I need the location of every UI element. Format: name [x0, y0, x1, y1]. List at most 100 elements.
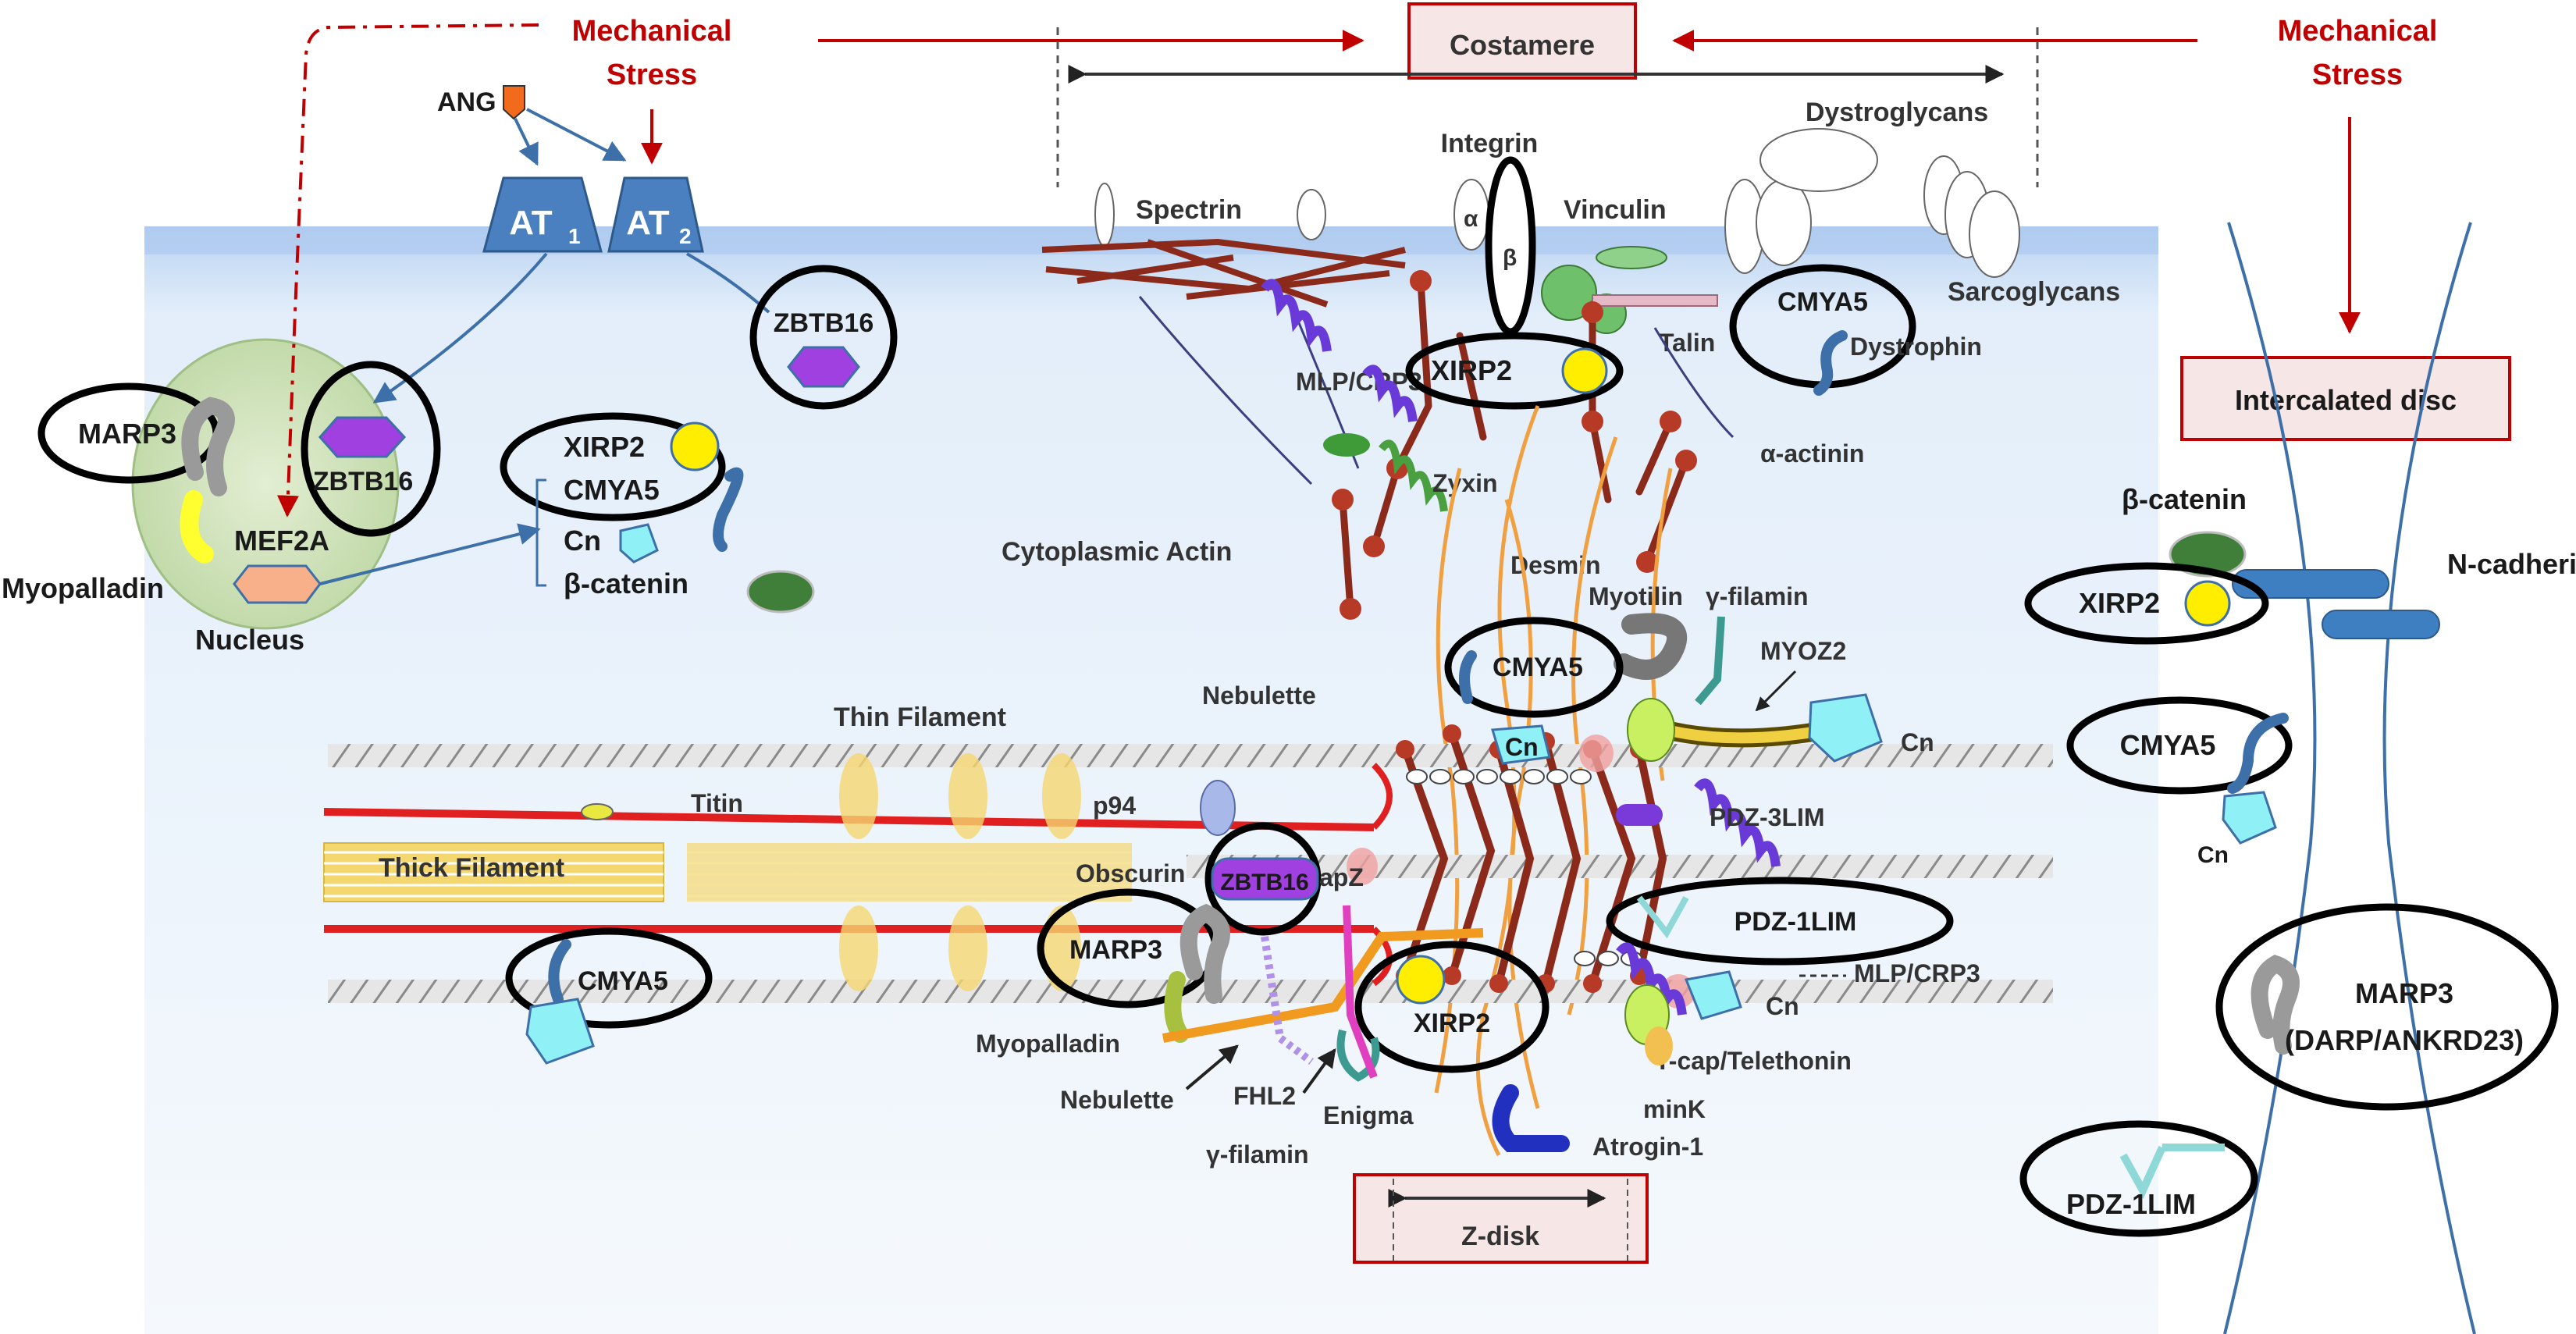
fhl2-shape [1336, 1029, 1380, 1082]
pdz1lim-sarcomere-label: PDZ-1LIM [1735, 907, 1857, 937]
spectrin-membrane-oval-2 [1297, 189, 1326, 240]
cn-zdisk-shape [1491, 724, 1551, 765]
zbtb16-nucleus-icon [318, 416, 407, 458]
sarcoglycans-label: Sarcoglycans [1948, 277, 2120, 307]
target-cn-shape [619, 523, 659, 564]
marp3-sarcomere-label: MARP3 [1069, 935, 1162, 965]
pdz3lim-spiral [1694, 778, 1781, 867]
n-cadherin-label: N-cadherin [2447, 548, 2576, 580]
marp3-nucleus-label: MARP3 [78, 418, 176, 450]
nebulette-bottom-label: Nebulette [1060, 1086, 1174, 1114]
myotilin-shape [1614, 613, 1688, 680]
thick-filament-label: Thick Filament [379, 853, 564, 883]
p94-label: p94 [1093, 792, 1136, 820]
marp3-sarcomere-shape [1179, 903, 1230, 1004]
thin-filament-top [328, 744, 2053, 767]
dystroglycan-oval-2 [1756, 179, 1812, 266]
cmya5-left-shape [548, 939, 571, 1005]
zbtb16-membrane-label: ZBTB16 [774, 308, 873, 338]
target-beta-catenin: β-catenin [564, 567, 688, 599]
cmya5-disc-shape [2227, 713, 2289, 794]
dystroglycan-oval-top [1759, 128, 1878, 192]
costamere-structures: Integrin Dystroglycans Spectrin Vinculin… [1002, 98, 2120, 1157]
pdz3lim-label: PDZ-3LIM [1710, 803, 1825, 831]
nebulette-orange-rod [1162, 928, 1484, 1043]
zbtb16-nucleus-label: ZBTB16 [313, 467, 413, 496]
n-cadherin-bar-1 [2232, 569, 2389, 599]
titin-label: Titin [691, 789, 743, 817]
cn-bottom-label: Cn [1766, 992, 1799, 1020]
beta-catenin-disc-label: β-catenin [2122, 483, 2247, 515]
mef2a-to-targets-arrow [319, 523, 541, 585]
mef2a-hexagon [233, 564, 322, 604]
target-xirp2-dot [670, 422, 720, 471]
enigma-label: Enigma [1323, 1101, 1414, 1129]
integrin-beta: β [1503, 245, 1517, 271]
myotilin-label: Myotilin [1589, 582, 1683, 610]
alpha-actinin-label: α-actinin [1760, 439, 1864, 468]
myoz2-head [1627, 698, 1675, 762]
membrane-curve-left [2223, 222, 2317, 1334]
marp3-disc-shape [2250, 955, 2300, 1055]
cn-zdisk-label: Cn [1505, 733, 1539, 761]
myopalladin-sarcomere-shape [1164, 971, 1189, 1043]
cmya5-disc-label: CMYA5 [2120, 729, 2216, 761]
marp3-disc-marker [2215, 903, 2559, 1111]
at2-label: AT [626, 204, 670, 242]
cmya5-zdisk-shape [1459, 650, 1477, 704]
fhl2-arrow [1302, 1048, 1336, 1094]
mink-shape [1645, 1026, 1673, 1065]
zbtb16-membrane-icon [787, 346, 860, 388]
marp3-disc-label-1: MARP3 [2355, 977, 2453, 1009]
at1-to-zbtb16-arrow [372, 252, 548, 404]
integrin-beta-marker [1485, 156, 1536, 336]
costamere-label: Costamere [1450, 29, 1595, 61]
ang2-ligand [503, 85, 525, 120]
at2-receptor [607, 176, 704, 253]
myopalladin-bottom-label: Myopalladin [976, 1030, 1120, 1058]
cmya5-zdisk-label: CMYA5 [1493, 653, 1583, 682]
xirp2-costamere-dot [1561, 347, 1608, 394]
mlp-crp3-label: MLP/CRP3 [1296, 368, 1422, 396]
spectrin-membrane-oval [1094, 183, 1115, 247]
cmya5-costamere-shape [1813, 330, 1848, 396]
target-cn: Cn [564, 525, 601, 557]
xirp2-disc-dot [2184, 580, 2231, 627]
cn-left-shape [525, 998, 595, 1065]
intercalated-disc-box [2180, 356, 2511, 441]
atrogin-shape [1492, 1084, 1570, 1152]
xirp2-cmya5-targets-marker [500, 412, 726, 521]
beta-catenin-shape [746, 570, 815, 614]
stress-right-line2: Stress [2312, 59, 2403, 91]
target-xirp2: XIRP2 [564, 431, 645, 463]
target-cmya5: CMYA5 [564, 474, 660, 506]
nebulette-top-label: Nebulette [1202, 681, 1316, 710]
thick-filament-right [687, 843, 1132, 902]
zyxin-spiral [1379, 439, 1448, 512]
costamere-header: Costamere Mechanical Stress [818, 2, 2437, 187]
mef2a-label: MEF2A [234, 525, 329, 557]
zbtb16-membrane-marker [749, 265, 898, 410]
gamma-filamin-shape [1695, 616, 1725, 706]
mlp-crp3-spiral [1261, 279, 1332, 352]
cn-disc-label: Cn [2197, 842, 2229, 868]
dystroglycans-label: Dystroglycans [1806, 98, 1988, 127]
cytoplasmic-actin-label: Cytoplasmic Actin [1002, 537, 1232, 567]
cn-bottom-shape [1684, 970, 1742, 1020]
cn-disc-shape [2222, 791, 2277, 845]
vinculin-chain [1596, 246, 1667, 269]
mlp-crp3-bottom-label: MLP/CRP3 [1854, 959, 1980, 987]
z-disk-label: Z-disk [1461, 1222, 1539, 1251]
xirp2-disc-label: XIRP2 [2079, 587, 2160, 619]
cmya5-left-label: CMYA5 [578, 966, 668, 996]
stress-to-nucleus-arrow [276, 23, 539, 518]
xirp2-costamere-label: XIRP2 [1431, 354, 1512, 386]
gamma-filamin-bottom-label: γ-filamin [1206, 1140, 1309, 1169]
zyxin-label: Zyxin [1432, 469, 1498, 497]
myopalladin-protein-shape [180, 490, 214, 564]
zyxin-head [1323, 433, 1370, 457]
at1-label: AT [509, 204, 553, 242]
atrogin-label: Atrogin-1 [1592, 1133, 1703, 1161]
mlp-crp3-bottom-spiral [1616, 942, 1687, 1016]
talin-globule-1 [1541, 265, 1597, 321]
